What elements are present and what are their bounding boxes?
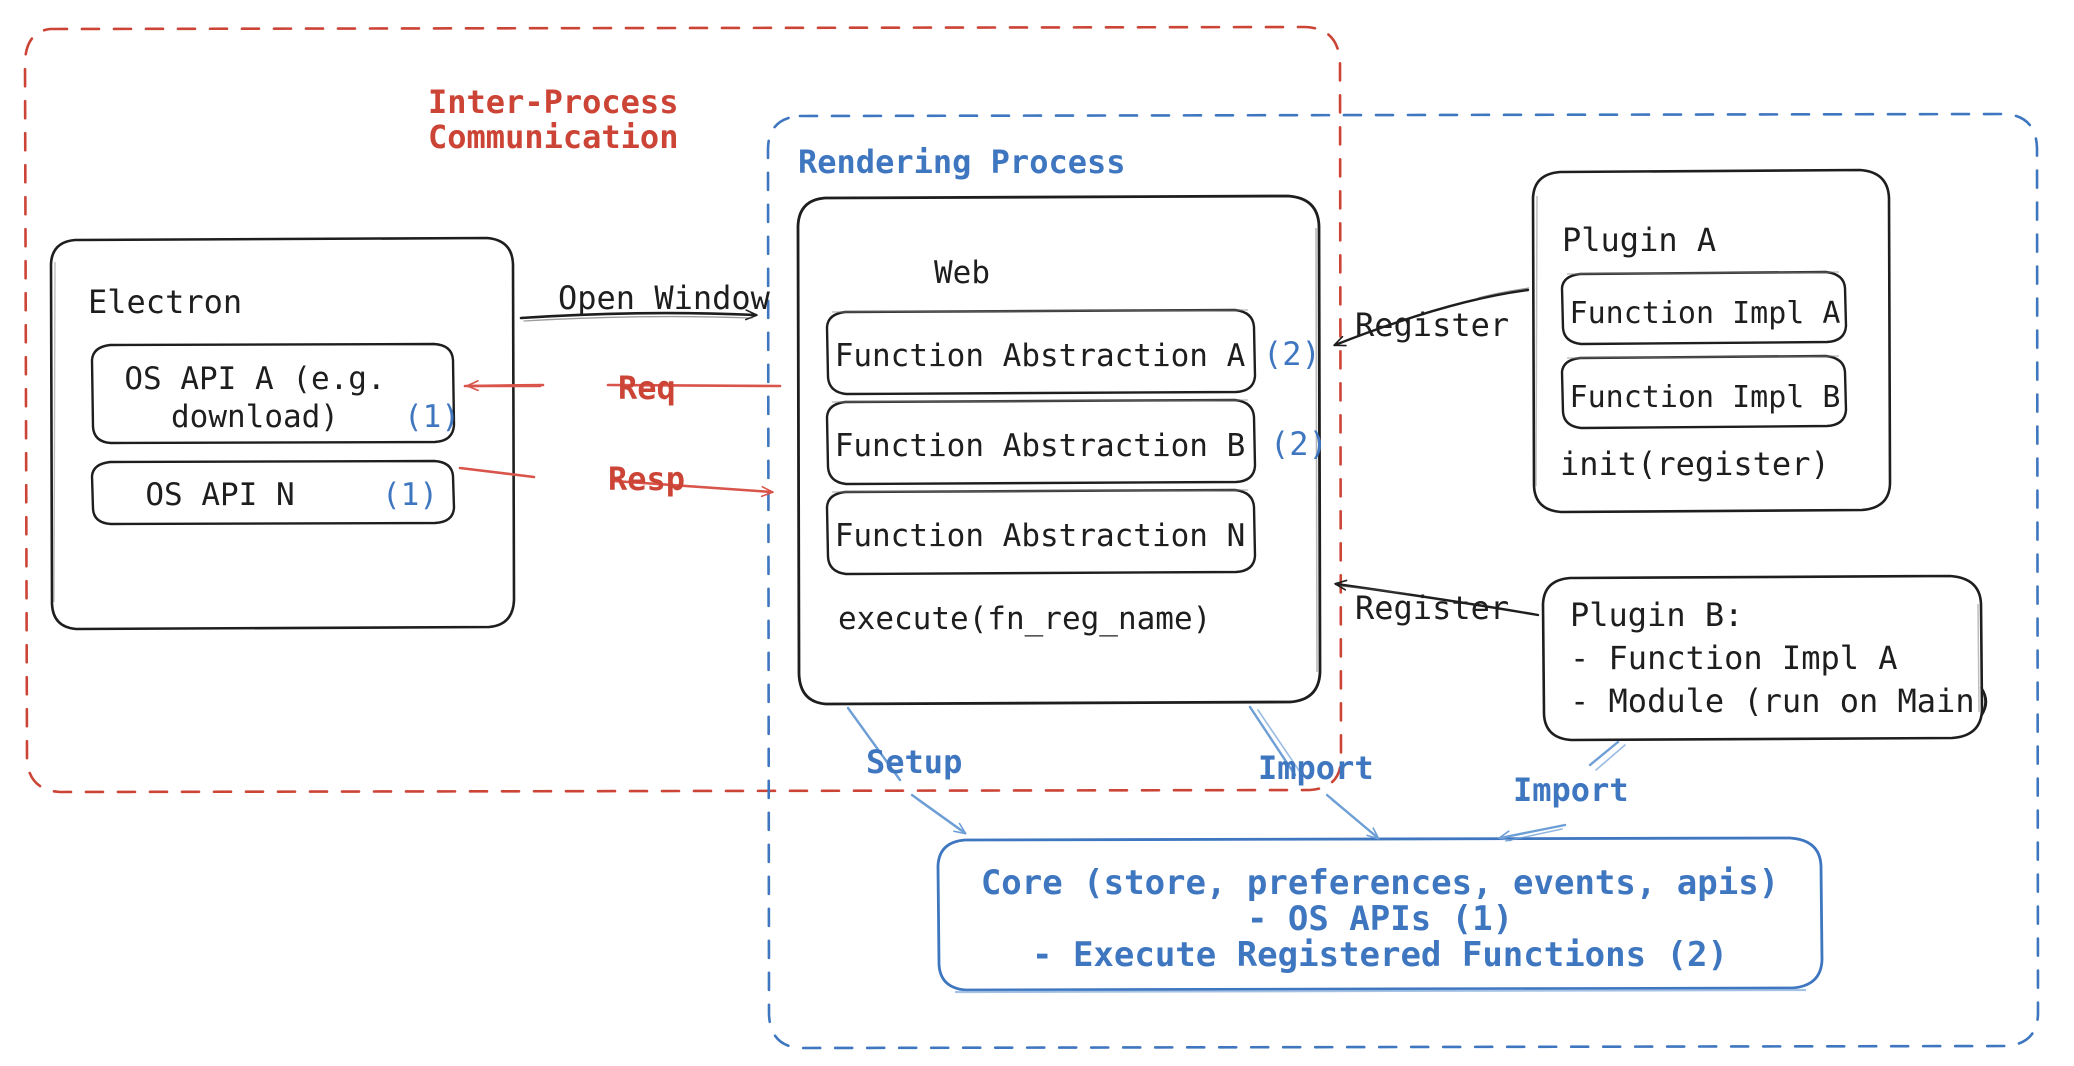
os-api-a-badge: (1) xyxy=(404,399,460,435)
web-box-title: Web xyxy=(934,255,990,291)
function-abstraction-a-label: Function Abstraction A xyxy=(834,338,1246,374)
arrow-setup-label: Setup xyxy=(866,743,963,781)
function-impl-b-label: Function Impl B xyxy=(1569,380,1841,415)
os-api-a-label-line2: download) xyxy=(171,399,339,435)
plugin-b-title: Plugin B: xyxy=(1570,596,1744,634)
web-box-footer: execute(fn_reg_name) xyxy=(838,601,1212,637)
ipc-region-label-line2: Communication xyxy=(428,118,679,156)
arrow-open-window-label: Open Window xyxy=(558,279,770,317)
plugin-b-line-1: - Function Impl A xyxy=(1570,639,1898,677)
arrow-import-plugin-b-label: Import xyxy=(1513,771,1629,809)
core-line-3: - Execute Registered Functions (2) xyxy=(1032,935,1728,975)
arrow-register-a-label: Register xyxy=(1355,306,1510,344)
function-abstraction-a-badge: (2) xyxy=(1263,335,1321,373)
arrow-req-label: Req xyxy=(618,369,676,407)
arrow-register-b-label: Register xyxy=(1355,589,1510,627)
function-abstraction-n-label: Function Abstraction N xyxy=(834,518,1246,554)
arrow-import-web-label: Import xyxy=(1258,749,1374,787)
plugin-a-footer: init(register) xyxy=(1560,445,1830,483)
function-abstraction-b-label: Function Abstraction B xyxy=(834,428,1246,464)
electron-box-title: Electron xyxy=(88,283,243,321)
function-impl-a-label: Function Impl A xyxy=(1569,296,1841,331)
rendering-process-label: Rendering Process xyxy=(798,143,1126,181)
ipc-region-label-line1: Inter-Process xyxy=(428,83,679,121)
core-line-2: - OS APIs (1) xyxy=(1246,899,1514,939)
arrow-resp-label: Resp xyxy=(608,460,686,498)
plugin-a-title: Plugin A xyxy=(1562,221,1717,259)
core-line-1: Core (store, preferences, events, apis) xyxy=(980,863,1780,903)
plugin-b-line-2: - Module (run on Main) xyxy=(1570,682,1994,720)
os-api-n-label: OS API N xyxy=(145,477,295,513)
os-api-a-label-line1: OS API A (e.g. xyxy=(124,361,386,397)
os-api-n-badge: (1) xyxy=(382,477,438,513)
function-abstraction-b-badge: (2) xyxy=(1270,425,1328,463)
